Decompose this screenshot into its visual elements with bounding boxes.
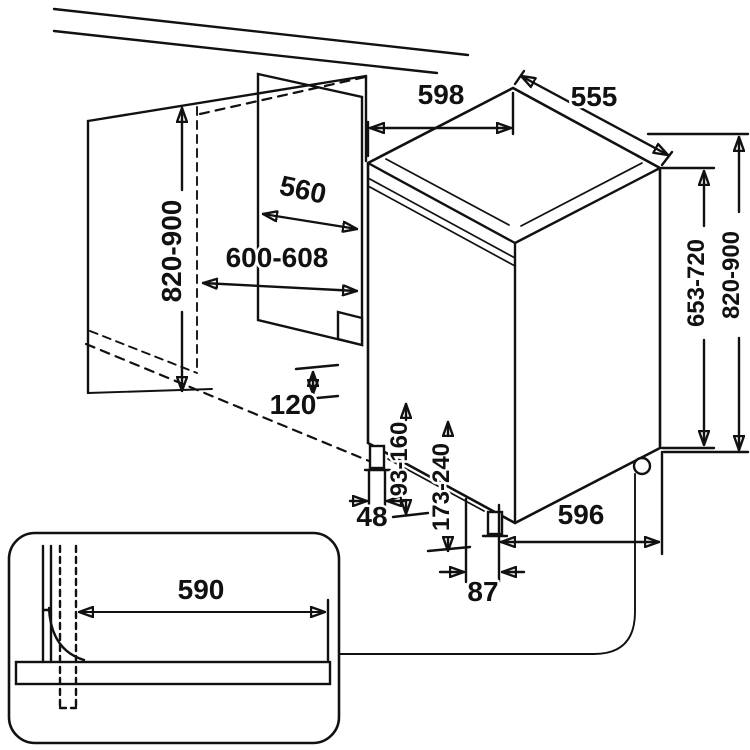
label-plinth-clearance: 120 bbox=[270, 389, 317, 420]
plinth-detail-inset bbox=[7, 531, 341, 745]
side-panel-face bbox=[256, 72, 364, 347]
label-base-depth: 596 bbox=[558, 499, 605, 530]
dim-adjust-front bbox=[391, 402, 430, 519]
label-appliance-height: 653-720 bbox=[683, 239, 710, 327]
dim-appliance-height bbox=[660, 166, 716, 450]
label-niche-depth: 560 bbox=[277, 170, 329, 210]
label-adjust-rear: 173-240 bbox=[428, 443, 455, 531]
projection-lines bbox=[84, 75, 371, 463]
dim-door-offset bbox=[438, 497, 526, 584]
niche-side-panel bbox=[256, 72, 364, 347]
label-niche-width: 600-608 bbox=[226, 242, 329, 273]
rear-wheel bbox=[632, 456, 652, 476]
label-adjust-front: 93-160 bbox=[386, 422, 413, 497]
dim-front-foot bbox=[348, 468, 406, 509]
dim-niche-depth bbox=[263, 214, 357, 229]
inset-frame bbox=[7, 531, 341, 745]
dim-niche-width bbox=[203, 283, 357, 291]
plinth-board bbox=[14, 660, 332, 686]
dim-overall-height bbox=[646, 132, 750, 454]
plinth-notch bbox=[336, 310, 364, 347]
dim-adjust-rear bbox=[426, 420, 472, 553]
label-appliance-depth: 555 bbox=[571, 81, 618, 112]
detail-leader-line bbox=[339, 473, 636, 655]
worktop bbox=[52, 7, 470, 75]
front-left-foot bbox=[368, 444, 386, 470]
dim-appliance-width bbox=[366, 91, 515, 158]
label-front-foot: 48 bbox=[356, 501, 387, 532]
dim-plinth-clearance bbox=[294, 363, 340, 402]
label-plinth-board-width: 590 bbox=[178, 574, 225, 605]
dishwasher-body bbox=[363, 86, 662, 538]
label-niche-height: 820-900 bbox=[156, 200, 187, 303]
dimension-labels: 598 555 560 600-608 820-900 653-720 820-… bbox=[154, 77, 748, 610]
label-appliance-width: 598 bbox=[418, 79, 465, 110]
door-clearance-arc bbox=[47, 606, 86, 662]
label-overall-height: 820-900 bbox=[718, 231, 745, 319]
niche-opening bbox=[86, 74, 368, 395]
dim-base-depth bbox=[497, 450, 664, 584]
label-door-offset: 87 bbox=[467, 576, 498, 607]
dim-appliance-depth bbox=[513, 69, 674, 167]
